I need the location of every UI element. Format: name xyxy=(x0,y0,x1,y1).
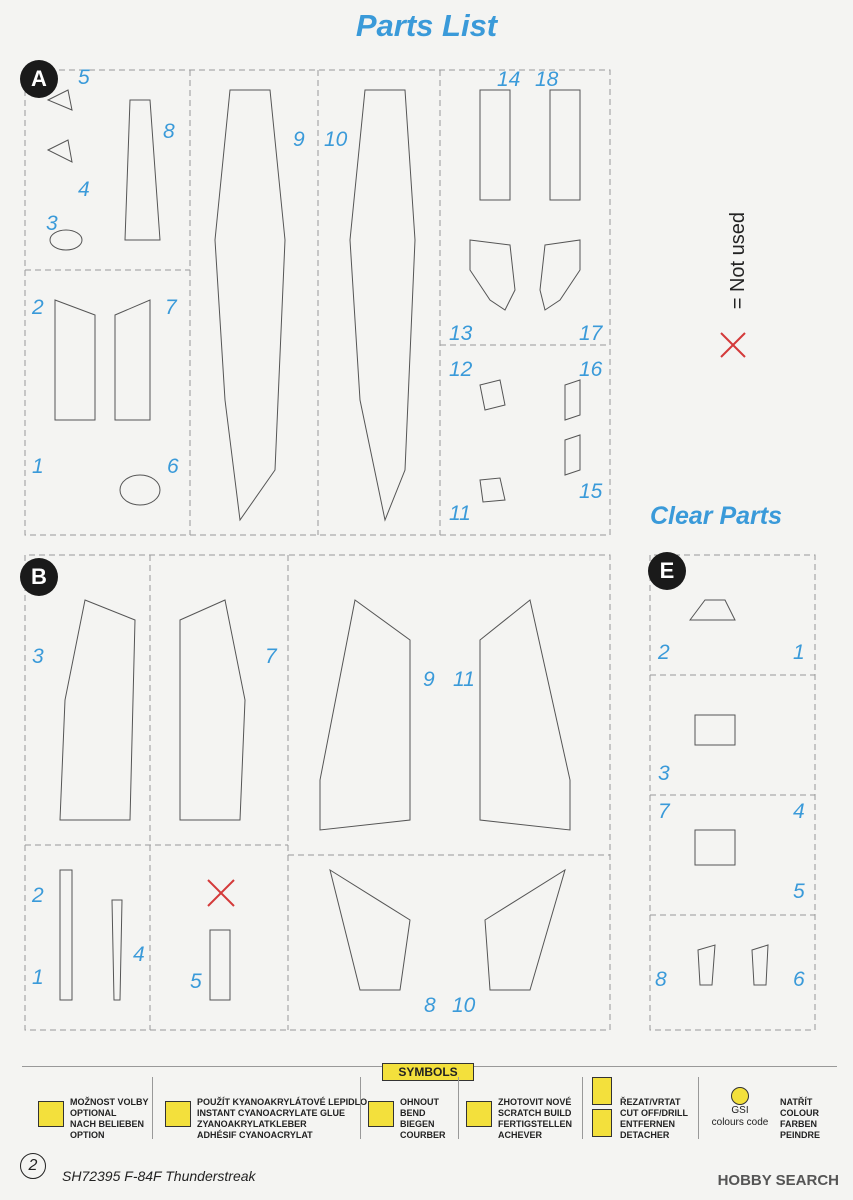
wing-right-upper xyxy=(179,599,246,821)
not-used-key-icon xyxy=(720,332,746,358)
part-number: 10 xyxy=(324,128,348,151)
part-number: 13 xyxy=(449,322,473,345)
cut-off-icon xyxy=(592,1077,612,1105)
part-number: 9 xyxy=(293,128,305,151)
sprue-e-letter: E xyxy=(648,552,686,590)
drill-icon xyxy=(592,1109,612,1137)
part-number: 12 xyxy=(449,358,473,381)
part-number: 1 xyxy=(793,641,805,664)
part-number: 3 xyxy=(658,762,670,785)
part-number: 11 xyxy=(449,502,471,525)
part-number: 4 xyxy=(133,943,145,966)
part-number: 15 xyxy=(579,480,603,503)
part-number: 5 xyxy=(190,970,202,993)
part-number: 8 xyxy=(424,994,436,1017)
gsi-paint-icon xyxy=(731,1087,749,1105)
sprue-a-letter: A xyxy=(20,60,58,98)
part-number: 1 xyxy=(32,966,44,989)
symbols-tab: SYMBOLS xyxy=(382,1063,474,1081)
part-number: 2 xyxy=(32,296,44,319)
part-number: 2 xyxy=(32,884,44,907)
not-used-mark-b xyxy=(207,879,235,907)
bend-icon xyxy=(368,1101,394,1127)
part-number: 16 xyxy=(579,358,603,381)
part-number: 3 xyxy=(32,645,44,668)
watermark-logo: HOBBY SEARCH xyxy=(717,1172,839,1189)
part-number: 8 xyxy=(163,120,175,143)
glue-drop-icon xyxy=(165,1101,191,1127)
kit-code: SH72395 F-84F Thunderstreak xyxy=(62,1168,256,1184)
sprue-a-frame xyxy=(24,69,611,536)
question-icon xyxy=(38,1101,64,1127)
part-number: 6 xyxy=(793,968,805,991)
part-number: 6 xyxy=(167,455,179,478)
clear-parts-title: Clear Parts xyxy=(650,502,783,530)
part-number: 2 xyxy=(658,641,670,664)
fuselage-left xyxy=(214,89,286,522)
wing-left-upper xyxy=(59,599,136,821)
sprue-b-letter: B xyxy=(20,558,58,596)
part-number: 7 xyxy=(165,296,177,319)
sprue-e-frame xyxy=(649,554,816,1031)
part-number: 9 xyxy=(423,668,435,691)
part-number: 4 xyxy=(78,178,90,201)
part-number: 8 xyxy=(655,968,667,991)
scratch-build-hand-icon xyxy=(466,1101,492,1127)
part-number: 5 xyxy=(793,880,805,903)
page-number: 2 xyxy=(20,1153,46,1179)
part-number: 11 xyxy=(453,668,475,691)
sprue-b-frame xyxy=(24,554,611,1031)
wing-right-lower xyxy=(479,599,571,831)
part-number: 10 xyxy=(452,994,476,1017)
not-used-label: = Not used xyxy=(727,212,749,310)
part-number: 7 xyxy=(658,800,670,823)
part-number: 14 xyxy=(497,68,521,91)
part-number: 17 xyxy=(579,322,603,345)
wing-left-lower xyxy=(319,599,411,831)
part-number: 3 xyxy=(46,212,58,235)
page-title: Parts List xyxy=(355,8,498,43)
part-number: 5 xyxy=(78,66,90,89)
part-number: 18 xyxy=(535,68,559,91)
part-number: 4 xyxy=(793,800,805,823)
part-number: 1 xyxy=(32,455,44,478)
fuselage-right xyxy=(349,89,416,522)
part-number: 7 xyxy=(265,645,277,668)
